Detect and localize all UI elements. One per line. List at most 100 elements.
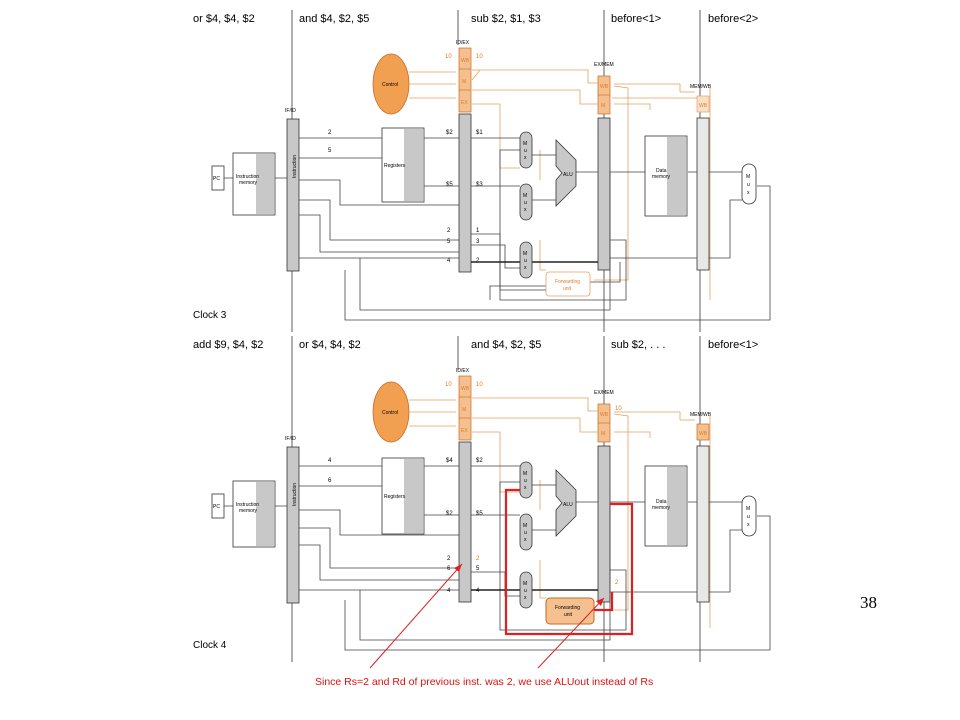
alu-label: ALU [563,502,573,508]
mux-a-label: M [523,471,527,477]
memwb-control-fields [696,95,710,113]
idex-out-top: $1 [476,130,483,136]
mux-c-label: M [523,251,527,257]
alu-mux-a [519,131,533,169]
dmem-label: Data [656,499,667,505]
ifid-label: IF/ID [285,108,296,114]
memwb-register [696,117,710,271]
idex-out-rt: 3 [476,239,480,245]
idex-ctrl-out: 10 [476,382,483,388]
dmem-label: Data [656,168,667,174]
clock-4-panel: add $9, $4, $2 or $4, $4, $2 and $4, $2,… [193,336,771,662]
mux-b-label: M [523,523,527,529]
idex-ctrl-out: 10 [476,54,483,60]
idex-wb: WB [461,58,470,64]
svg-text:x: x [747,522,750,528]
idex-control-fields [458,47,472,113]
page-number: 38 [860,593,877,612]
memwb-wb: WB [699,431,708,437]
svg-text:memory: memory [652,505,671,511]
exmem-rd: 2 [615,580,619,586]
svg-text:x: x [524,207,527,213]
mux-c-label: M [523,581,527,587]
imem-label: Instruction [236,502,259,508]
registers-label: Registers [384,494,406,500]
idex-out-rd: 4 [476,588,480,594]
mux-b-label: M [523,193,527,199]
regfile-out-rs: $2 [446,130,453,136]
idex-register [458,441,472,603]
mux-a-label: M [523,141,527,147]
idex-ex: EX [461,100,468,106]
control-label: Control [382,82,398,88]
exmem-wb: WB [600,412,609,418]
svg-text:x: x [747,190,750,196]
ifid-rt-value: 6 [328,478,332,484]
alu-mux-b [519,513,533,551]
idex-out-mid: $5 [476,511,483,517]
ifid-rt-value: 5 [328,148,332,154]
stage-header-ex: sub $2, $1, $3 [471,13,541,25]
regfile-out-rs: $4 [446,458,453,464]
stage-header-if: or $4, $4, $2 [193,13,255,25]
writeback-mux [741,163,757,205]
fwd-label: Forwarding [555,605,580,611]
regdst-mux [519,571,533,609]
idex-in-rt: 5 [447,239,451,245]
svg-text:u: u [524,478,527,484]
idex-out-rt: 5 [476,566,480,572]
alu [555,139,577,207]
pc-label: PC [213,176,220,182]
ifid-rs-value: 4 [328,458,332,464]
exmem-register [597,445,611,603]
svg-text:unit: unit [563,286,572,292]
idex-out-top: $2 [476,458,483,464]
svg-text:x: x [524,595,527,601]
stage-header-ex: and $4, $2, $5 [471,339,541,351]
exmem-register [597,117,611,271]
memwb-wb: WB [699,103,708,109]
svg-text:u: u [747,182,750,188]
alu-mux-b [519,183,533,221]
stage-header-if: add $9, $4, $2 [193,339,263,351]
wb-mux-label: M [746,506,750,512]
stage-header-mem: before<1> [611,13,661,25]
ifid-register [286,118,300,272]
idex-ex: EX [461,428,468,434]
memwb-label: MEM/WB [690,412,712,418]
alu-label: ALU [563,172,573,178]
idex-wb: WB [461,386,470,392]
idex-ctrl-in: 10 [445,54,452,60]
ifid-label: IF/ID [285,436,296,442]
memwb-control-fields [696,423,710,441]
stage-header-wb: before<2> [708,13,758,25]
imem-label: Instruction [236,174,259,180]
instruction-label: Instruction [292,155,298,178]
svg-text:u: u [524,148,527,154]
svg-text:u: u [524,588,527,594]
svg-text:x: x [524,265,527,271]
exmem-m: M [601,103,605,109]
forwarding-unit [545,597,595,625]
stage-header-id: and $4, $2, $5 [299,13,369,25]
alu-mux-a [519,461,533,499]
clock-label: Clock 3 [193,310,227,321]
svg-text:memory: memory [239,508,258,514]
exmem-wb: WB [600,84,609,90]
ifid-register [286,446,300,604]
alu [555,469,577,537]
memwb-label: MEM/WB [690,84,712,90]
svg-text:u: u [524,530,527,536]
idex-m: M [462,79,466,85]
idex-in-rd: 4 [447,588,451,594]
wb-mux-label: M [746,174,750,180]
idex-in-rt: 6 [447,566,451,572]
stage-header-id: or $4, $4, $2 [299,339,361,351]
writeback-mux [741,495,757,537]
exmem-m: M [601,431,605,437]
stage-header-mem: sub $2, . . . [611,339,665,351]
svg-text:x: x [524,537,527,543]
idex-ctrl-in: 10 [445,382,452,388]
regfile-out-rt: $5 [446,182,453,188]
idex-label: ID/EX [456,40,470,46]
